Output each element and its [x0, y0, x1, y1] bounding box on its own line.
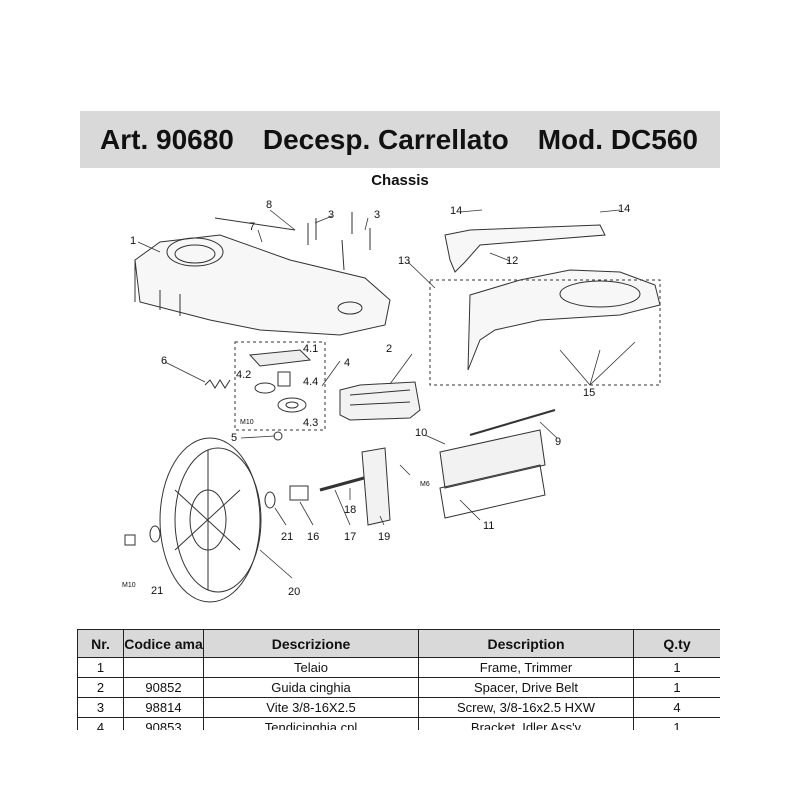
- callout-8: 8: [266, 199, 272, 211]
- cell-nr: 3: [77, 697, 124, 718]
- callout-7: 7: [249, 221, 255, 233]
- callout-17: 17: [344, 531, 356, 543]
- callout-10: 10: [415, 427, 427, 439]
- table-row: 3 98814 Vite 3/8-16X2.5 Screw, 3/8-16x2.…: [77, 697, 720, 718]
- cell-descrizione: Tendicinghia cpl: [203, 717, 419, 730]
- washer-part-21-outer: [149, 525, 161, 543]
- parts-table: Nr. Codice ama Descrizione Description Q…: [77, 629, 720, 730]
- screws-part-3: [307, 212, 371, 271]
- callout-4-3: 4.3: [303, 417, 318, 429]
- cell-qty: 4: [633, 697, 720, 718]
- callout-14a: 14: [450, 205, 462, 217]
- callout-2: 2: [386, 343, 392, 355]
- product-name: Decesp. Carrellato: [262, 123, 509, 155]
- callout-11: 11: [483, 520, 494, 532]
- callout-4-2: 4.2: [236, 369, 251, 381]
- size-label-m10-idler: M10: [240, 419, 254, 426]
- model-number: Mod. DC560: [537, 123, 698, 155]
- part-13-group-box: [429, 279, 661, 386]
- cell-code: 98814: [123, 697, 204, 718]
- callout-13: 13: [398, 255, 410, 267]
- leader-lines: [137, 209, 636, 579]
- callout-4-1: 4.1: [303, 343, 318, 355]
- callout-4-4: 4.4: [303, 376, 318, 388]
- callout-9: 9: [555, 436, 561, 448]
- cell-nr: 4: [77, 717, 124, 730]
- table-header-row: Nr. Codice ama Descrizione Description Q…: [77, 629, 720, 658]
- guard-plate-lower: [439, 464, 546, 519]
- section-title: Chassis: [371, 172, 429, 189]
- cell-description: Bracket, Idler Ass'y: [418, 717, 634, 730]
- bolt-part-5: [273, 431, 283, 441]
- cell-nr: 2: [77, 677, 124, 698]
- exploded-parts-diagram: 1 2 3 3 4 4.1 4.2 4.3 4.4 5 6 7 8 9 10 1…: [122, 199, 661, 603]
- size-label-m10-nut: M10: [122, 582, 136, 589]
- callout-18: 18: [344, 504, 356, 516]
- cell-description: Frame, Trimmer: [418, 657, 634, 678]
- rod-part-9: [469, 409, 556, 436]
- belt-cover-part-12: [444, 224, 606, 273]
- cell-code: 90853: [123, 717, 204, 730]
- callout-21b: 21: [151, 585, 163, 597]
- title-bar: Art. 90680 Decesp. Carrellato Mod. DC560: [80, 111, 720, 168]
- callout-3b: 3: [374, 209, 380, 221]
- belt-guide-part-2: [339, 381, 421, 421]
- frame-part: [134, 234, 391, 336]
- cell-description: Screw, 3/8-16x2.5 HXW: [418, 697, 634, 718]
- cell-descrizione: Telaio: [203, 657, 419, 678]
- callout-14b: 14: [618, 203, 630, 215]
- spring-part-6: [204, 379, 231, 389]
- size-label-m6: M6: [420, 481, 430, 488]
- cell-code: 90852: [123, 677, 204, 698]
- bracket-part-19: [361, 447, 391, 526]
- article-number: Art. 90680: [100, 123, 234, 155]
- cell-nr: 1: [77, 657, 124, 678]
- screw-part-8: [214, 217, 296, 231]
- guard-plate-part-11: [439, 429, 546, 489]
- callout-16: 16: [307, 531, 319, 543]
- cell-descrizione: Guida cinghia: [203, 677, 419, 698]
- callout-4: 4: [344, 357, 350, 369]
- callout-1: 1: [130, 235, 136, 247]
- col-header-descrizione: Descrizione: [203, 629, 419, 658]
- callout-12: 12: [506, 255, 518, 267]
- cell-descrizione: Vite 3/8-16X2.5: [203, 697, 419, 718]
- callout-21a: 21: [281, 531, 293, 543]
- idler-assembly-box: [234, 341, 326, 431]
- cell-qty: 1: [633, 717, 720, 730]
- callout-3a: 3: [328, 209, 334, 221]
- callout-15: 15: [583, 387, 595, 399]
- wheel-part-20: [159, 437, 262, 603]
- col-header-nr: Nr.: [77, 629, 124, 658]
- table-row: 2 90852 Guida cinghia Spacer, Drive Belt…: [77, 677, 720, 698]
- col-header-description: Description: [418, 629, 634, 658]
- col-header-qty: Q.ty: [633, 629, 720, 658]
- callout-19: 19: [378, 531, 390, 543]
- nut-m10: [124, 534, 136, 546]
- belt-cover-part-13: [467, 269, 661, 371]
- callout-labels: 1 2 3 3 4 4.1 4.2 4.3 4.4 5 6 7 8 9 10 1…: [130, 199, 630, 598]
- callout-6: 6: [161, 355, 167, 367]
- callout-5: 5: [231, 432, 237, 444]
- cell-code: [123, 657, 204, 678]
- table-row: 1 Telaio Frame, Trimmer 1: [77, 657, 720, 678]
- thread-size-labels: M10 M6 M10: [122, 419, 430, 589]
- cell-description: Spacer, Drive Belt: [418, 677, 634, 698]
- washer-part-21: [264, 491, 276, 509]
- col-header-code: Codice ama: [123, 629, 204, 658]
- parts-table-container: Nr. Codice ama Descrizione Description Q…: [77, 629, 720, 730]
- bushing-part-16: [289, 485, 309, 501]
- callout-20: 20: [288, 586, 300, 598]
- table-row: 4 90853 Tendicinghia cpl Bracket, Idler …: [77, 717, 720, 730]
- idler-assembly-part-4: [248, 349, 312, 413]
- cell-qty: 1: [633, 677, 720, 698]
- cell-qty: 1: [633, 657, 720, 678]
